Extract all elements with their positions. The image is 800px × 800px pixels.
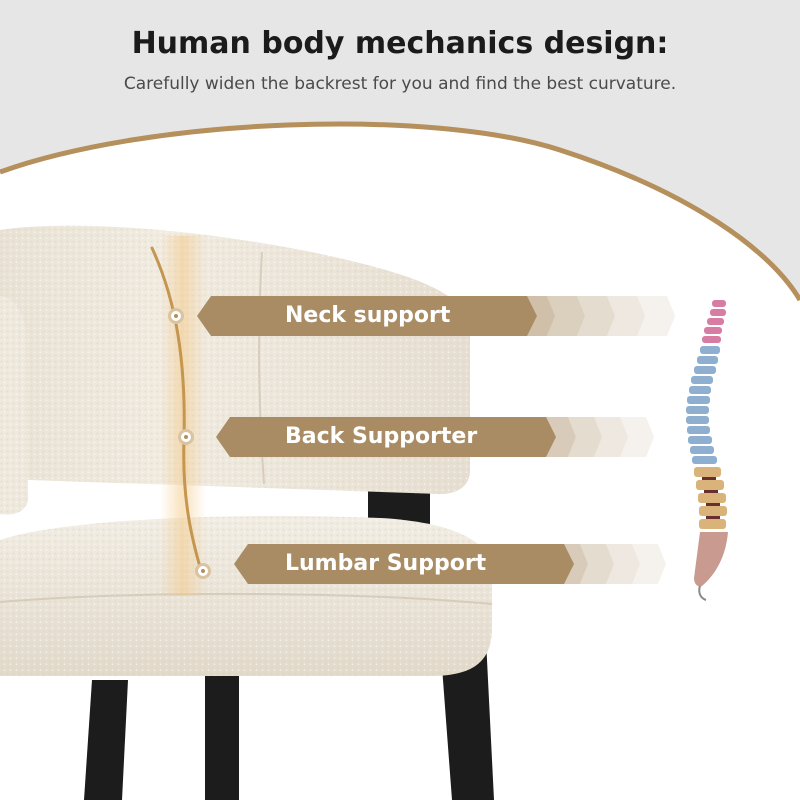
chevron-arrow-icon (197, 296, 675, 336)
callout-label-back: Back Supporter (285, 424, 478, 449)
callout-back-supporter: Back Supporter (216, 417, 654, 457)
chevron-arrow-icon (216, 417, 654, 457)
page-title: Human body mechanics design: (131, 26, 669, 61)
callout-lumbar-support: Lumbar Support (234, 544, 666, 584)
lumbar-point-marker (195, 563, 211, 579)
callout-neck-support: Neck support (197, 296, 675, 336)
page-subtitle: Carefully widen the backrest for you and… (123, 74, 677, 94)
spine-illustration-icon (686, 300, 728, 601)
back-point-marker (178, 429, 194, 445)
callout-label-lumbar: Lumbar Support (285, 551, 487, 576)
callout-label-neck: Neck support (285, 303, 451, 328)
neck-point-marker (168, 308, 184, 324)
chevron-arrow-icon (234, 544, 666, 584)
